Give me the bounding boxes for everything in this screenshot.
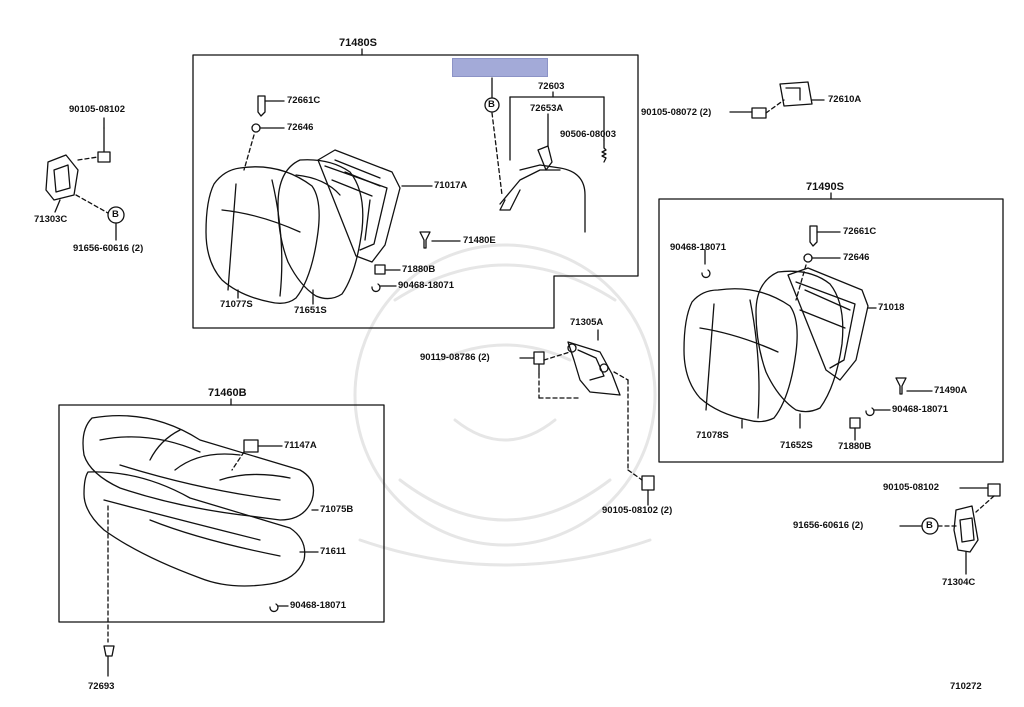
part-label: 71147A bbox=[284, 440, 317, 451]
group-label-71480S: 71480S bbox=[339, 37, 377, 49]
part-label: 71303C bbox=[34, 214, 68, 225]
seatback-pad-71651S bbox=[277, 159, 364, 300]
spring-90506 bbox=[601, 139, 607, 163]
ring-90468-b bbox=[701, 269, 711, 279]
bracket-71303C bbox=[45, 154, 79, 201]
tag-71147A bbox=[243, 439, 259, 453]
seatback-frame-71017A bbox=[317, 149, 401, 263]
seatback-pad-71652S bbox=[755, 270, 844, 413]
part-label: 90468-18071 bbox=[398, 280, 454, 291]
watermark-emblem bbox=[353, 243, 657, 567]
part-label: 91656-60616 (2) bbox=[73, 243, 144, 254]
cable-assembly bbox=[499, 164, 586, 233]
bolt-90105-mid bbox=[641, 475, 655, 491]
part-label: 72610A bbox=[828, 94, 862, 105]
part-label: 90105-08072 (2) bbox=[641, 107, 712, 118]
part-label: 71078S bbox=[696, 430, 729, 441]
hinge-72610A bbox=[779, 81, 813, 107]
part-label: 72661C bbox=[843, 226, 877, 237]
bolt-90105-08072 bbox=[751, 107, 767, 119]
dash-front-clips bbox=[243, 134, 255, 171]
part-label: 71304C bbox=[942, 577, 976, 588]
bracket-71304C bbox=[953, 505, 979, 553]
seatback-cover-71078S bbox=[683, 288, 798, 423]
part-label: 71490A bbox=[934, 385, 968, 396]
part-label: 71077S bbox=[220, 299, 253, 310]
part-label: 72653A bbox=[530, 103, 564, 114]
part-label: 91656-60616 (2) bbox=[793, 520, 864, 531]
part-label: 90119-08786 (2) bbox=[420, 352, 490, 363]
ring-90468-c bbox=[865, 407, 875, 417]
part-label: 72646 bbox=[287, 122, 314, 133]
screw-72646-a bbox=[251, 123, 261, 133]
seat-cover-71075B bbox=[82, 415, 315, 521]
part-label: 71880B bbox=[402, 264, 436, 275]
part-label: 90468-18071 bbox=[892, 404, 948, 415]
lever-72653A bbox=[537, 145, 553, 171]
part-label: 72646 bbox=[843, 252, 870, 263]
part-label: 71017A bbox=[434, 180, 468, 191]
highlight-box bbox=[452, 58, 548, 77]
ring-90468-d bbox=[269, 603, 279, 613]
screw-72646-b bbox=[803, 253, 813, 263]
part-label: 72661C bbox=[287, 95, 321, 106]
part-label: 72693 bbox=[88, 681, 115, 692]
diagram-number: 710272 bbox=[950, 681, 982, 692]
bolt-90105-left bbox=[97, 127, 111, 163]
bolt-90119 bbox=[533, 351, 545, 375]
part-label: 71480E bbox=[463, 235, 496, 246]
clip-72661C-a bbox=[257, 95, 266, 117]
part-label: 90105-08102 bbox=[69, 104, 125, 115]
clip-72693 bbox=[103, 645, 115, 657]
part-label: 72603 bbox=[538, 81, 565, 92]
part-label: 90105-08102 (2) bbox=[602, 505, 673, 516]
bracket-71305A bbox=[567, 341, 621, 396]
seat-pad-71611 bbox=[83, 471, 306, 587]
clip-72661C-b bbox=[809, 225, 818, 247]
callout-b: B bbox=[488, 99, 495, 110]
seatback-frame-71018 bbox=[787, 267, 869, 381]
part-label: 90468-18071 bbox=[290, 600, 346, 611]
part-label: 71018 bbox=[878, 302, 905, 313]
part-label: 71652S bbox=[780, 440, 813, 451]
clip-71490A bbox=[895, 377, 907, 395]
seatback-cover-71077S bbox=[205, 166, 320, 304]
clip-71880B-b bbox=[849, 417, 861, 429]
group-label-71490S: 71490S bbox=[806, 181, 844, 193]
part-label: 71075B bbox=[320, 504, 354, 515]
group-box-71460B bbox=[58, 404, 385, 623]
clip-71880B-a bbox=[374, 264, 386, 275]
part-label: 71651S bbox=[294, 305, 327, 316]
group-label-71460B: 71460B bbox=[208, 387, 247, 399]
callout-b: B bbox=[112, 209, 119, 220]
group-box-71480S bbox=[192, 54, 639, 329]
dash-b-front bbox=[491, 112, 503, 196]
callout-b: B bbox=[926, 520, 933, 531]
ring-90468-a bbox=[371, 283, 381, 293]
bolt-90105-right bbox=[987, 483, 1001, 497]
clip-71480E bbox=[419, 231, 431, 249]
part-label: 71611 bbox=[320, 546, 346, 557]
part-label: 90468-18071 bbox=[670, 242, 726, 253]
part-label: 90105-08102 bbox=[883, 482, 939, 493]
part-label: 90506-08003 bbox=[560, 129, 616, 140]
part-label: 71305A bbox=[570, 317, 604, 328]
part-label: 71880B bbox=[838, 441, 872, 452]
